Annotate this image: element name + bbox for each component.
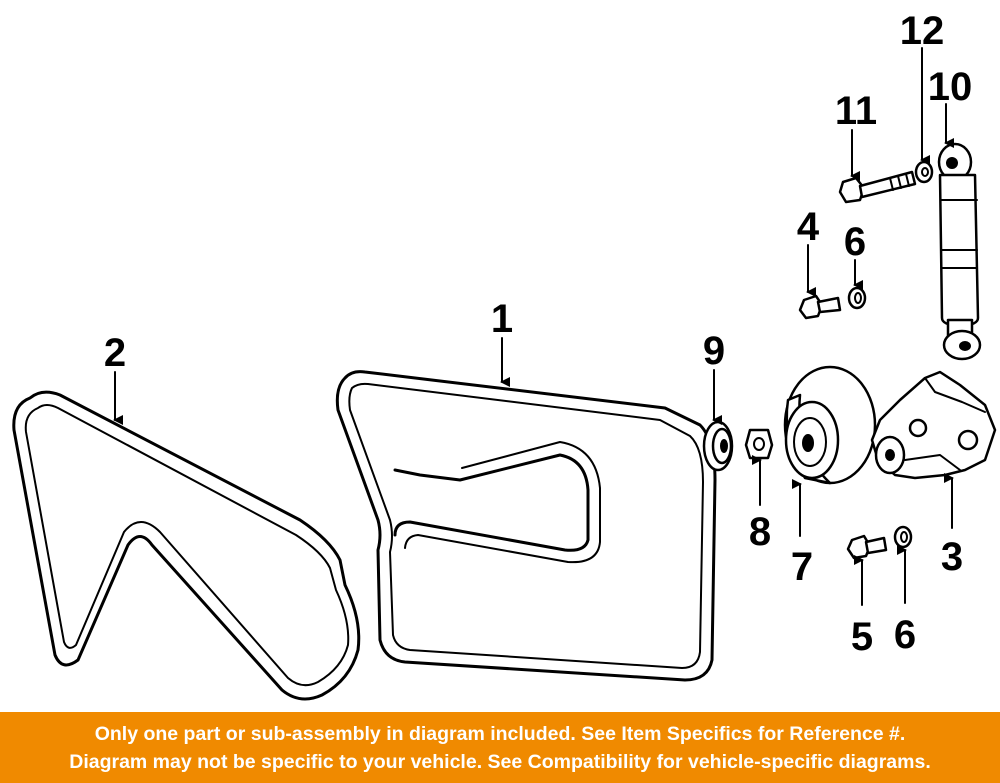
callout-5: 5 — [851, 615, 873, 659]
idler-pulley — [783, 365, 877, 485]
callout-2: 2 — [104, 331, 126, 375]
callout-8: 8 — [749, 510, 771, 554]
tensioner-damper — [937, 142, 982, 361]
disclaimer-banner: Only one part or sub-assembly in diagram… — [0, 712, 1000, 783]
idler-pulley-small — [702, 420, 734, 472]
bolt-long — [838, 170, 917, 204]
callout-6-upper: 6 — [844, 220, 866, 264]
callout-4: 4 — [797, 205, 820, 249]
belt-tensioner — [870, 370, 997, 480]
serpentine-belt-1 — [335, 370, 717, 682]
callout-12: 12 — [900, 9, 945, 53]
callout-6-lower: 6 — [894, 613, 916, 657]
nut — [744, 428, 774, 460]
parts-diagram: 1 2 3 4 5 6 6 7 8 9 10 11 12 — [12, 9, 997, 701]
bolt-upper — [798, 294, 842, 320]
disclaimer-line-1: Only one part or sub-assembly in diagram… — [94, 723, 906, 745]
callout-1: 1 — [491, 297, 513, 341]
washer-12 — [914, 160, 934, 184]
washer-upper — [847, 286, 867, 310]
callout-3: 3 — [941, 535, 963, 579]
callout-10: 10 — [928, 65, 973, 109]
bolt-lower — [846, 534, 888, 560]
leader-lines — [113, 47, 954, 606]
callout-labels: 1 2 3 4 5 6 6 7 8 9 10 11 12 — [104, 9, 972, 659]
callout-11: 11 — [835, 89, 877, 133]
serpentine-belt-2 — [12, 390, 361, 701]
disclaimer-line-2: Diagram may not be specific to your vehi… — [69, 751, 931, 773]
callout-7: 7 — [791, 545, 813, 589]
callout-9: 9 — [703, 329, 725, 373]
washer-lower — [893, 525, 913, 549]
